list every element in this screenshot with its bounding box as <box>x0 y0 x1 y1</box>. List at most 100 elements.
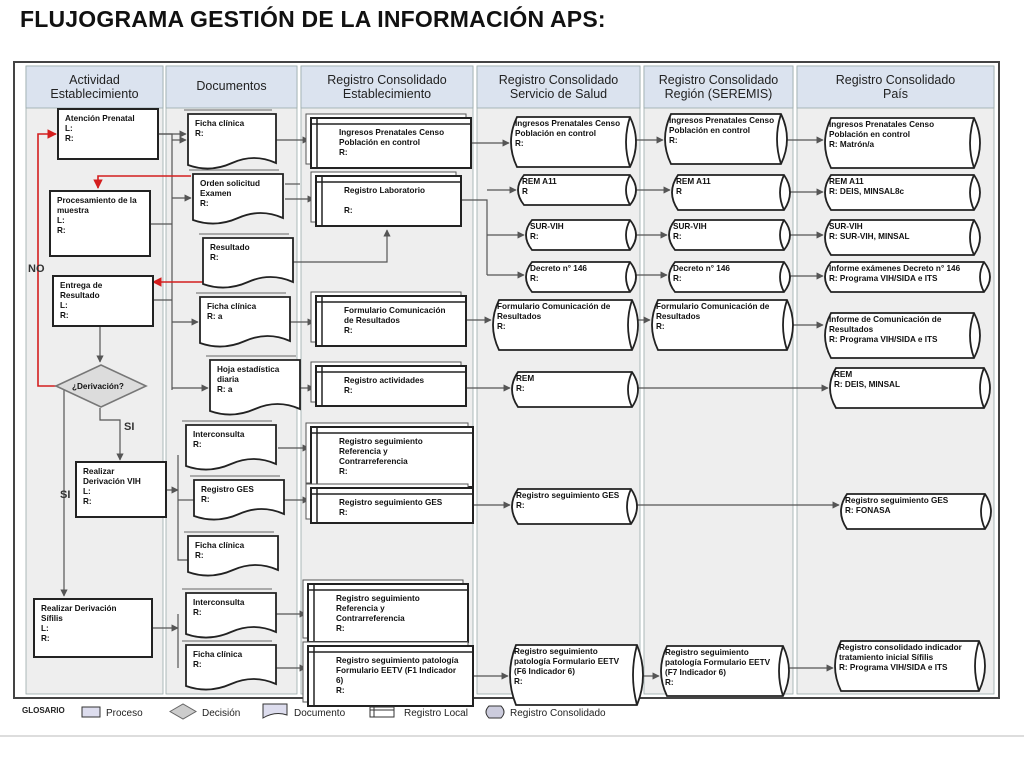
node-label: Decreto n° 146 <box>530 264 587 273</box>
node-label: R: SUR-VIH, MINSAL <box>829 232 910 241</box>
node-label: Decreto n° 146 <box>673 264 730 273</box>
node-label: R: <box>673 232 682 241</box>
node-label: patología Formulario EETV <box>665 658 771 667</box>
lane-title-reg_est: Registro Consolidado <box>327 73 447 87</box>
node-label: R: <box>516 501 525 510</box>
node-label: Referencia y <box>336 604 385 613</box>
node-label: R: <box>65 134 74 143</box>
node-label: R: <box>344 326 353 335</box>
node-label: R: <box>514 677 523 686</box>
lane-title-reg_ss: Registro Consolidado <box>499 73 619 87</box>
legend-item-process: Proceso <box>81 706 143 719</box>
node-label: REM A11 <box>829 177 864 186</box>
node-label: R: DEIS, MINSAL <box>834 380 900 389</box>
node-label: Sífilis <box>41 614 63 623</box>
node-label: Ficha clínica <box>195 541 245 550</box>
node-label: Registro consolidado indicador <box>839 643 963 652</box>
branch-label-si-left: SI <box>60 489 70 501</box>
page-title: FLUJOGRAMA GESTIÓN DE LA INFORMACIÓN APS… <box>20 6 606 32</box>
node-label: L: <box>65 124 73 133</box>
node-label: R: a <box>207 312 223 321</box>
node-label: R: <box>195 551 204 560</box>
legend-title: GLOSARIO <box>22 706 65 715</box>
lane-header-reg_ss <box>476 65 641 109</box>
node-label: de Resultados <box>344 316 400 325</box>
node-label: R: <box>530 232 539 241</box>
node-label: SUR-VIH <box>530 222 564 231</box>
flow-arrow <box>99 408 124 461</box>
lane-reg_region <box>643 65 794 695</box>
consolidated-register-p-sifilis: Registro consolidado indicadortratamient… <box>834 640 986 692</box>
node-label: R: <box>344 206 353 215</box>
lane-title-actividad: Establecimiento <box>50 87 138 101</box>
legend-label: Registro Local <box>404 708 468 719</box>
node-label: Población en control <box>829 130 910 139</box>
node-label: Referencia y <box>339 447 388 456</box>
node-label: R <box>522 187 528 196</box>
node-label: Ingresos Prenatales Censo <box>339 128 444 137</box>
node-label: Resultado <box>210 243 250 252</box>
local-register-e-segpat: Registro seguimiento patologíaFormulario… <box>302 641 474 707</box>
node-label: Formulario Comunicación de <box>497 302 611 311</box>
node-label: R: <box>195 129 204 138</box>
node-label: Formulario EETV (F1 Indicador <box>336 666 457 675</box>
node-label: Ficha clínica <box>207 302 257 311</box>
lane-header-reg_est <box>300 65 474 109</box>
legend-label: Decisión <box>202 708 240 719</box>
node-label: diaria <box>217 375 239 384</box>
node-label: R: Programa VIH/SIDA e ITS <box>829 335 938 344</box>
node-label: R: <box>339 508 348 517</box>
legend-label: Registro Consolidado <box>510 708 606 719</box>
node-label: R: <box>83 497 92 506</box>
node-label: Realizar <box>83 467 115 476</box>
node-label: R: a <box>217 385 233 394</box>
legend-item-decision: Decisión <box>168 703 240 720</box>
lane-header-reg_region <box>643 65 794 109</box>
node-label: L: <box>83 487 91 496</box>
lane-title-reg_pais: Registro Consolidado <box>836 73 956 87</box>
node-label: R: Matrón/a <box>829 140 874 149</box>
node-label: REM <box>516 374 534 383</box>
node-label: Ficha clínica <box>193 650 243 659</box>
node-label: Ingresos Prenatales Censo <box>515 119 620 128</box>
lane-title-documentos: Documentos <box>196 79 266 93</box>
node-label: Población en control <box>669 126 750 135</box>
node-label: Registro Laboratorio <box>344 186 425 195</box>
node-label: Interconsulta <box>193 430 245 439</box>
legend-item-local-register: Registro Local <box>369 706 468 719</box>
node-label: Entrega de <box>60 281 103 290</box>
node-label: R: DEIS, MINSAL8c <box>829 187 905 196</box>
node-label: R: <box>344 386 353 395</box>
node-label: Informe de Comunicación de <box>829 315 942 324</box>
node-label: R: <box>669 136 678 145</box>
node-label: R: <box>201 495 210 504</box>
node-label: R: <box>193 608 202 617</box>
node-label: R: <box>515 139 524 148</box>
node-label: R: <box>530 274 539 283</box>
node-label: patología Formulario EETV <box>514 657 620 666</box>
